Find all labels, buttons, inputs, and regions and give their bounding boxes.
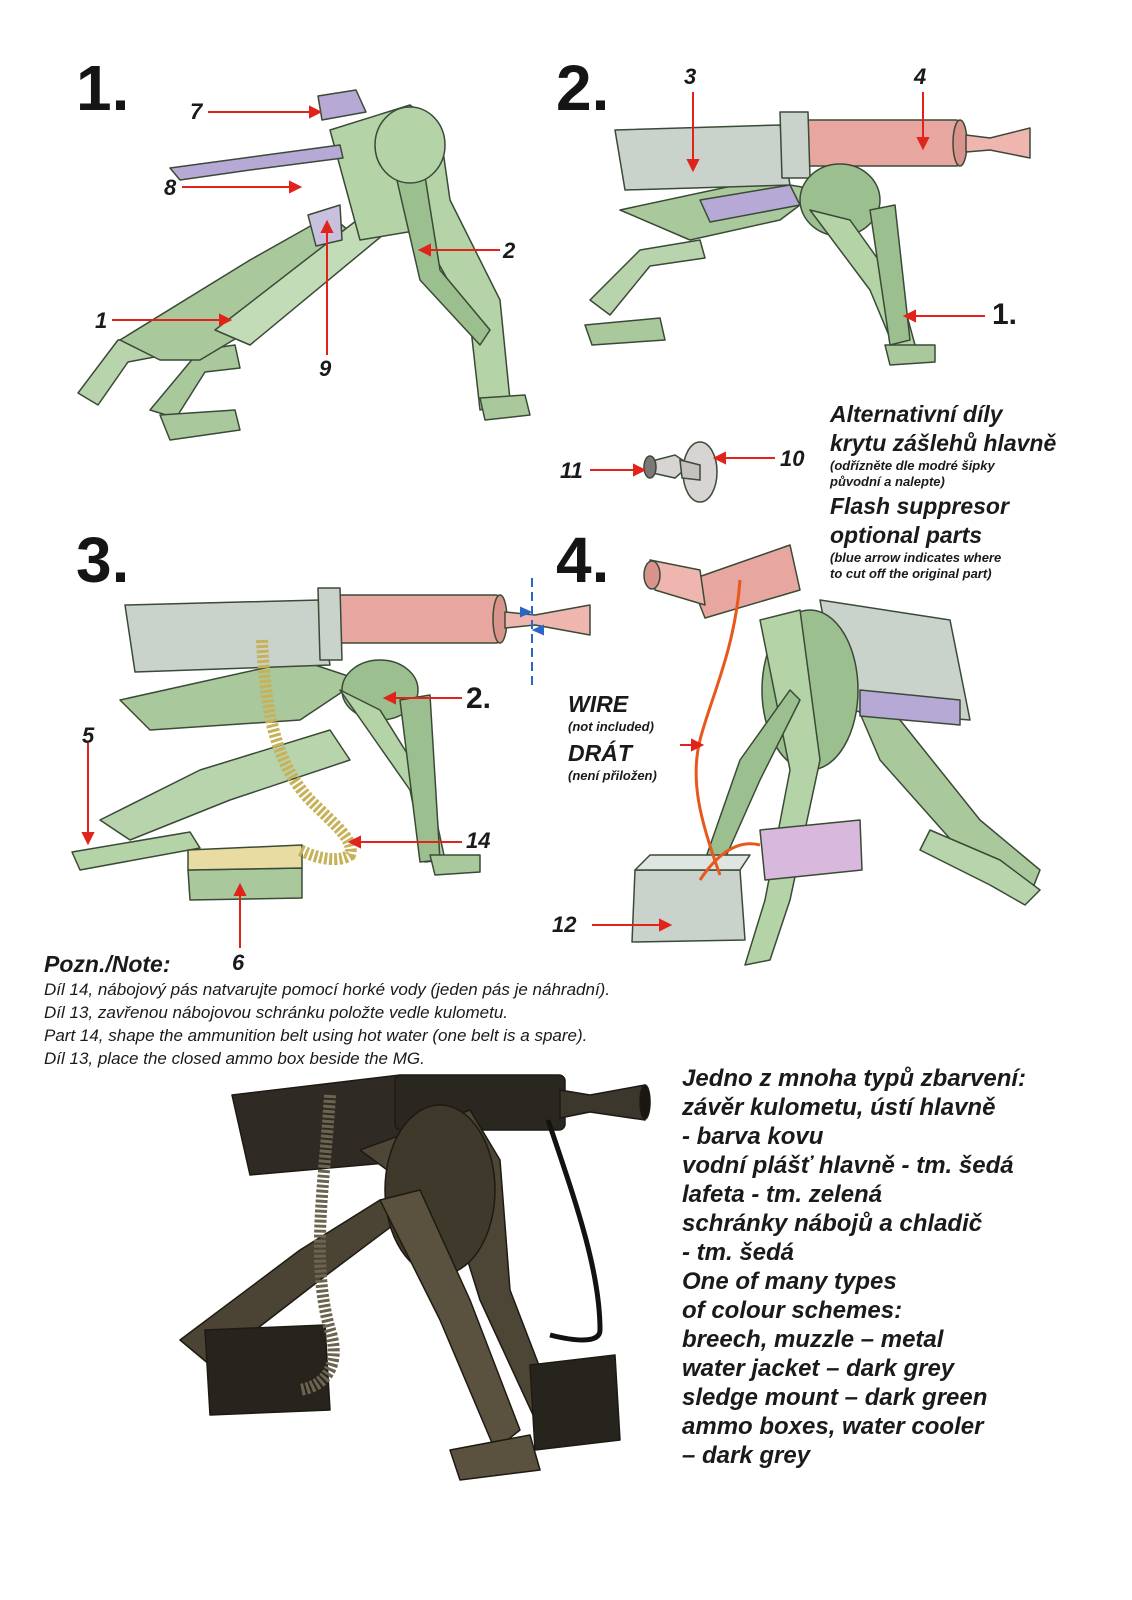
label-part-4: 4 [914,64,927,89]
alt-parts-title-en-1: Flash suppresor [830,493,1009,519]
label-part-6: 6 [232,950,245,975]
wire-line [694,579,742,876]
step4-illustration [592,544,1041,966]
scheme-line: Jedno z mnoha typů zbarvení: [682,1065,1027,1092]
scheme-line: lafeta - tm. zelená [682,1181,883,1208]
wire-caption: WIRE (not included) DRÁT (není přiložen) [568,690,708,784]
wire-note-en: (not included) [568,718,654,734]
flash-suppressor-parts [590,441,775,503]
label-part-2: 2 [503,238,516,263]
scheme-line: – dark grey [682,1442,811,1469]
wire-label-en: WIRE [568,691,629,717]
step-number-2: 2. [556,52,610,124]
colour-scheme-text: Jedno z mnoha typů zbarvení: závěr kulom… [682,1064,1122,1470]
label-ref-step1: 1. [992,298,1018,331]
scheme-line: One of many types [682,1268,897,1295]
alt-parts-note-en-1: (blue arrow indicates where [830,549,1002,565]
label-part-5: 5 [82,723,95,748]
scheme-line: závěr kulometu, ústí hlavně [682,1094,996,1121]
scheme-line: schránky nábojů a chladič [682,1210,983,1237]
step1-illustration [77,89,531,441]
label-part-14: 14 [466,828,491,853]
label-part-3: 3 [684,64,697,89]
part8-bar [169,144,344,181]
note-line: Díl 14, nábojový pás natvarujte pomocí h… [44,979,611,999]
label-part-7: 7 [190,99,203,124]
label-part-11: 11 [560,458,583,483]
label-part-9: 9 [319,356,332,381]
scheme-line: water jacket – dark grey [682,1355,955,1382]
scheme-line: ammo boxes, water cooler [682,1413,984,1440]
wire-label-cz: DRÁT [568,740,632,766]
step2-leaders [686,92,985,323]
assembly-note: Pozn./Note: Díl 14, nábojový pás natvaru… [44,950,764,1071]
barrel-jacket [689,544,801,619]
scheme-line: of colour schemes: [682,1297,903,1324]
note-title: Pozn./Note: [44,951,171,977]
step1-leaders [112,105,500,355]
alt-parts-note-en-2: to cut off the original part) [830,565,992,581]
scheme-line: - barva kovu [682,1123,824,1150]
alt-parts-note-cz-2: původní a nalepte) [830,473,945,489]
alt-parts-title-cz-2: krytu zášlehů hlavně [830,429,1057,456]
label-part-1: 1 [95,308,108,333]
label-ref-step2: 2. [466,682,492,715]
part14-ammo-belt [256,639,357,866]
label-part-12: 12 [552,912,577,937]
scheme-line: - tm. šedá [682,1239,795,1266]
step-number-3: 3. [76,524,130,596]
step-number-4: 4. [556,524,610,596]
step2-illustration [584,111,1031,366]
alt-parts-caption: Alternativní díly krytu zášlehů hlavně (… [830,400,1120,582]
note-line: Díl 13, zavřenou nábojovou schránku polo… [44,1002,509,1022]
step-number-1: 1. [76,52,130,124]
label-part-10: 10 [780,446,805,471]
step3-illustration [71,578,591,948]
label-part-8: 8 [164,175,177,200]
note-line: Part 14, shape the ammunition belt using… [44,1025,588,1045]
wire-note-cz: (není přiložen) [568,767,657,783]
alt-parts-note-cz-1: (odřízněte dle modré šipky [830,457,995,473]
scheme-line: breech, muzzle – metal [682,1326,944,1353]
part5-base [71,831,201,871]
scheme-line: vodní plášť hlavně - tm. šedá [682,1152,1014,1179]
scheme-line: sledge mount – dark green [682,1384,988,1411]
note-line: Díl 13, place the closed ammo box beside… [44,1048,425,1068]
alt-parts-title-cz-1: Alternativní díly [830,401,1003,427]
alt-parts-title-en-2: optional parts [830,521,983,548]
